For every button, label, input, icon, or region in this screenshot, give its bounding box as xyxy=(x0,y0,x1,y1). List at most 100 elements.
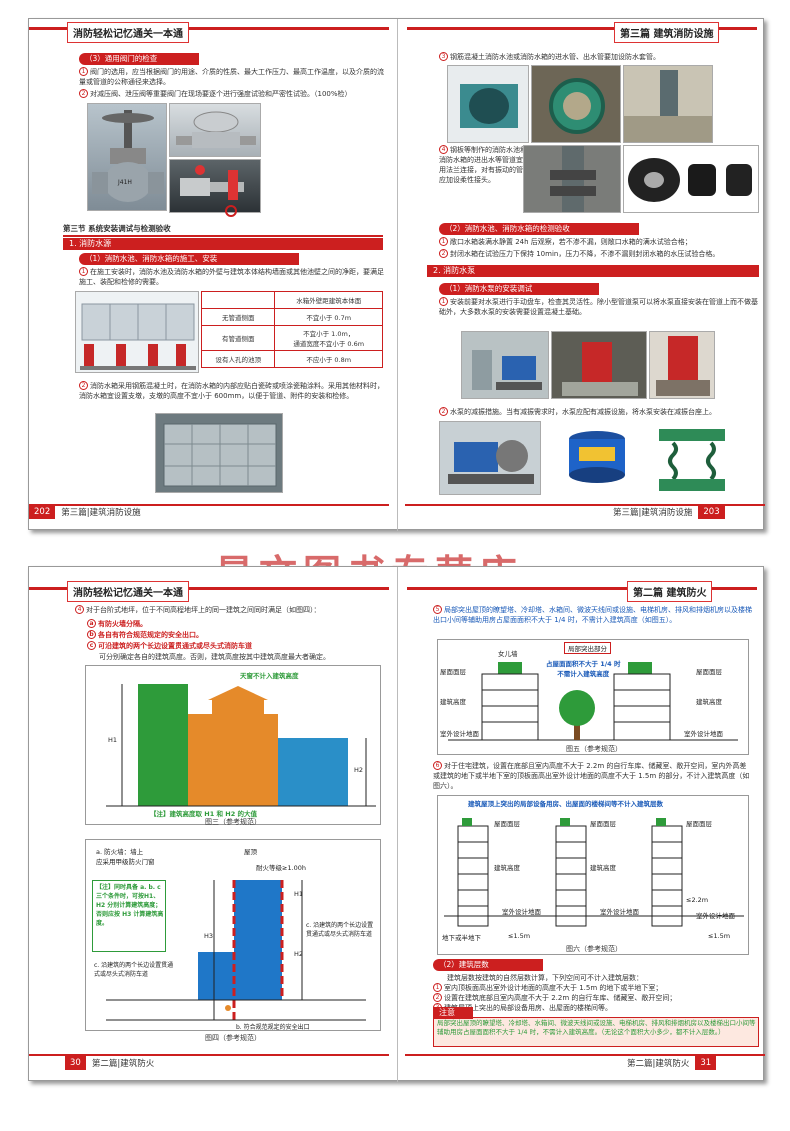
floors-intro: 建筑层数按建筑的自然层数计算，下列空间可不计入建筑层数： xyxy=(447,974,643,982)
fig6-15-label-1: ≤1.5m xyxy=(508,932,531,940)
figure-6: 建筑屋顶上突出的局部设备用房、出屋面的楼梯间等不计入建筑层数 屋面面层 屋面面层… xyxy=(437,795,749,955)
footer-right: 第二篇|建筑防火 31 xyxy=(621,1056,717,1070)
circled-number: 2 xyxy=(439,407,448,416)
header-strip-right xyxy=(407,587,757,590)
footer-right: 第三篇|建筑消防设施 203 xyxy=(607,505,725,519)
circled-number: 1 xyxy=(433,983,442,992)
figure-3-note: 【注】建筑高度取 H1 和 H2 的大值 xyxy=(150,810,257,818)
section3-underline xyxy=(63,235,383,237)
figure-3-drawing xyxy=(106,684,376,807)
circled-number: 1 xyxy=(79,267,88,276)
water-tank-icon xyxy=(80,303,196,370)
fig6-ground-2: 室外设计地面 xyxy=(600,908,639,916)
figure-5-drawing xyxy=(448,662,738,741)
pump-vertical-icon xyxy=(656,336,710,396)
fig5-height-left: 建筑高度 xyxy=(440,698,466,706)
photo-damper-blue xyxy=(551,421,643,495)
fig4-h2: H2 xyxy=(294,950,304,958)
page-number: 203 xyxy=(698,505,725,519)
floors-item-3: 3建筑屋顶上突出的局部设备用房、出屋面的楼梯间等。 xyxy=(433,1003,753,1013)
section3-heading: 第三节 系统安装调试与检测验收 xyxy=(63,224,171,233)
fig6-roof-3: 屋面面层 xyxy=(686,820,712,828)
photo-pump-2 xyxy=(551,331,647,399)
fig4-note-box xyxy=(92,880,166,952)
valve-text-2: 对减压阀、泄压阀等重要阀门在现场要逐个进行强度试验和严密性试验。（100%检） xyxy=(90,90,352,98)
left-page-header: 消防轻松记忆通关一本通 xyxy=(67,581,189,602)
fig6-title: 建筑屋顶上突出的局部设备用房、出屋面的楼梯间等不计入建筑层数 xyxy=(468,800,663,808)
book-gutter xyxy=(397,567,398,1082)
right-text-1: 钢筋混凝土消防水池或消防水箱的进水管、出水管要加设防水套管。 xyxy=(450,53,660,61)
tank-text-2: 消防水箱采用钢筋混凝土时，在消防水箱的内部应贴白瓷砖或喷涂瓷釉涂料。采用其他材料… xyxy=(79,382,384,400)
table-cell: 不宜小于 0.7m xyxy=(274,308,383,326)
page-number: 31 xyxy=(695,1056,717,1070)
valve-text-1: 阀门的选用，应当根据阀门的用途、介质的性质、最大工作压力、最高工作温度，以及介质… xyxy=(79,68,384,86)
fig6-height-1: 建筑高度 xyxy=(494,864,520,872)
photo-relief-valve xyxy=(169,159,261,213)
floors-text-3: 建筑屋顶上突出的局部设备用房、出屋面的楼梯间等。 xyxy=(444,1004,612,1012)
photo-pressure-valve xyxy=(169,103,261,157)
fig5-height-right: 建筑高度 xyxy=(696,698,722,706)
footer-label: 第二篇|建筑防火 xyxy=(627,1059,690,1069)
subhead-floors: （2）建筑层数 xyxy=(433,959,543,971)
footer-label: 第二篇|建筑防火 xyxy=(91,1059,155,1069)
skylight-label: 天窗不计入建筑高度 xyxy=(240,672,299,680)
fig5-roof-right: 屋面面层 xyxy=(696,668,722,676)
table-cell: 不宜小于 1.0m， 通道宽度不宜小于 0.6m xyxy=(274,325,383,351)
left-page-header: 消防轻松记忆通关一本通 xyxy=(67,22,189,43)
table-cell: 不应小于 0.8m xyxy=(274,350,383,368)
circled-letter: b xyxy=(87,630,96,639)
tank-clearance-table: 水箱外壁距建筑本体面 无管道侧面不宜小于 0.7m 有管道侧面不宜小于 1.0m… xyxy=(200,291,383,368)
vibration-pump-icon xyxy=(448,440,534,484)
pressure-valve-icon xyxy=(176,111,256,148)
footer-label: 第三篇|建筑消防设施 xyxy=(613,508,693,518)
circled-letter: a xyxy=(87,619,96,628)
pump-text-2: 水泵的减振措施。当有减振需求时，水泵应配有减振设施，将水泵安装在减振台座上。 xyxy=(450,408,716,416)
fig4-label-c-right: c. 沿建筑的两个长边设置贯通式或尽头式消防车道 xyxy=(306,922,374,938)
subhead-tank-test: （2）消防水池、消防水箱的检测验收 xyxy=(439,223,639,235)
table-cell: 设有人孔的池顶 xyxy=(200,350,276,368)
circled-number: 5 xyxy=(433,605,442,614)
photo-steel-tank xyxy=(155,413,283,493)
figure-4: a. 防火墙：墙上 应采用甲级防火门窗 屋顶 耐火等级≥1.00h 【注】同时具… xyxy=(85,839,381,1031)
right-page-header: 第三篇 建筑消防设施 xyxy=(614,22,720,43)
subhead-tank-install: （1）消防水池、消防水箱的施工、安装 xyxy=(79,253,299,265)
heading-fire-pump: 2. 消防水泵 xyxy=(427,265,759,277)
figure-5: 局部突出部分 女儿墙 占屋面面积不大于 1/4 时 不需计入建筑高度 屋面面层 … xyxy=(437,639,749,755)
figure-3-caption: 图三（参考规范） xyxy=(205,818,261,826)
fig5-ground-right: 室外设计地面 xyxy=(684,730,723,738)
figure-6-caption: 图六（参考规范） xyxy=(566,945,622,953)
photo-waterproof-sleeve-1 xyxy=(447,65,529,143)
figure-6-drawing xyxy=(444,818,744,927)
circled-number: 2 xyxy=(433,993,442,1002)
header-strip-left xyxy=(29,27,389,30)
figure-4-drawing xyxy=(106,880,366,1021)
circled-number: 2 xyxy=(439,249,448,258)
photo-flange-pipe xyxy=(523,145,621,213)
roof-text: 局部突出屋顶的瞭望塔、冷却塔、水箱间、微波天线间或设施、电梯机房、排风和排烟机房… xyxy=(433,606,752,624)
fig6-22-label: ≤2.2m xyxy=(686,896,709,904)
residential-text: 对于住宅建筑，设置在底部且室内高度不大于 2.2m 的自行车库、储藏室、敞开空间… xyxy=(433,762,750,790)
photo-vibration-pump xyxy=(439,421,541,495)
pump-text-1: 安装前要对水泵进行手动盘车，检查其灵活性。除小型管道泵可以将水泵直接安装在管道上… xyxy=(439,298,758,316)
fig6-roof-1: 屋面面层 xyxy=(494,820,520,828)
fig6-ground-1: 室外设计地面 xyxy=(502,908,541,916)
fig5-ground-left: 室外设计地面 xyxy=(440,730,479,738)
subhead-valve-check: （3）通用阀门的检查 xyxy=(79,53,199,65)
footer-left: 30 第二篇|建筑防火 xyxy=(65,1056,160,1070)
footer-rule-left xyxy=(29,504,389,506)
circled-number: 3 xyxy=(439,52,448,61)
condition-a-text: 有防火墙分隔。 xyxy=(98,620,147,628)
